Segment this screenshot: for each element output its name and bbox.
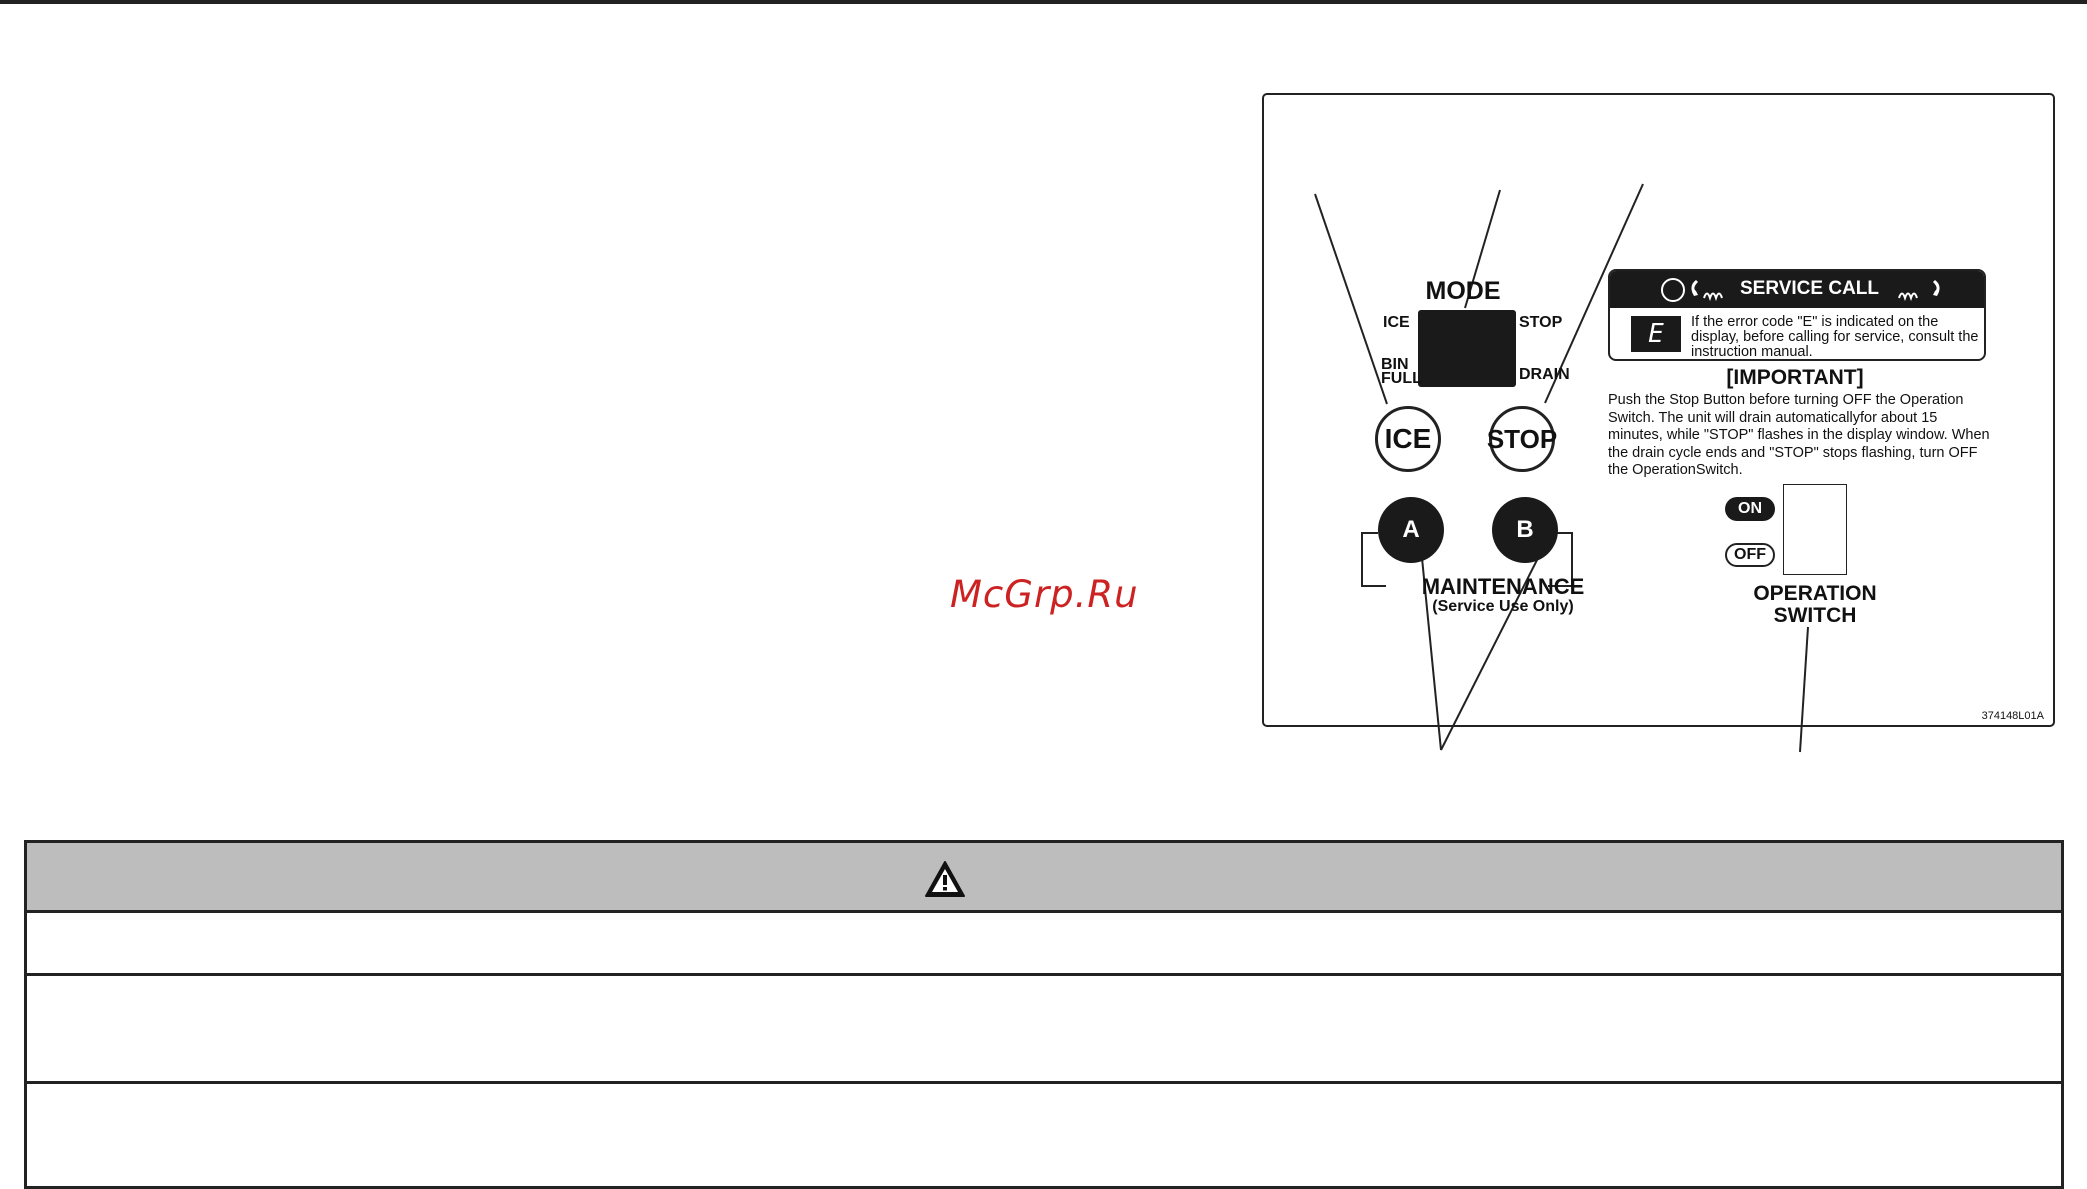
operation-switch-label-line1: OPERATION (1753, 582, 1877, 605)
service-call-title: SERVICE CALL (1740, 278, 1880, 299)
warning-header-row (24, 840, 2064, 910)
important-title: [IMPORTANT] (1726, 366, 1864, 389)
stop-button[interactable]: STOP (1487, 406, 1557, 472)
warning-row-3 (24, 1081, 2064, 1189)
maintenance-sublabel: (Service Use Only) (1432, 598, 1574, 615)
maintenance-b-button[interactable]: B (1492, 497, 1558, 563)
mode-label-bin: BIN (1381, 356, 1409, 373)
switch-on-label: ON (1725, 497, 1775, 521)
service-call-box: SERVICE CALL E If the error code "E" is … (1608, 269, 1986, 361)
mode-label-full: FULL (1381, 370, 1422, 387)
error-code-display: E (1631, 316, 1681, 352)
warning-table (24, 840, 2064, 1189)
maintenance-a-button[interactable]: A (1378, 497, 1444, 563)
mode-display (1418, 310, 1516, 387)
ice-button[interactable]: ICE (1375, 406, 1441, 472)
top-rule (0, 0, 2087, 4)
telephone-ringing-icon (1898, 280, 1940, 302)
telephone-icon (1661, 278, 1723, 302)
mode-label-stop: STOP (1519, 314, 1563, 331)
operation-switch-label-line2: SWITCH (1773, 604, 1857, 627)
operation-switch[interactable] (1783, 484, 1847, 575)
service-call-header: SERVICE CALL (1610, 271, 1984, 308)
mode-title: MODE (1425, 277, 1501, 305)
mode-label-drain: DRAIN (1519, 366, 1570, 383)
mode-label-bin-full: BIN FULL (1381, 356, 1422, 387)
warning-triangle-icon (925, 861, 965, 897)
warning-row-2 (24, 973, 2064, 1081)
service-call-text: If the error code "E" is indicated on th… (1691, 314, 1979, 360)
important-text: Push the Stop Button before turning OFF … (1608, 392, 1990, 478)
part-code: 374148L01A (1981, 710, 2044, 722)
operation-switch-label: OPERATION SWITCH (1720, 583, 1910, 627)
warning-row-1 (24, 910, 2064, 973)
switch-off-label: OFF (1725, 543, 1775, 567)
watermark: McGrp.Ru (950, 573, 1139, 616)
maintenance-label: MAINTENANCE (1421, 574, 1585, 599)
control-panel-label (1262, 93, 2055, 727)
mode-label-ice: ICE (1383, 314, 1410, 331)
